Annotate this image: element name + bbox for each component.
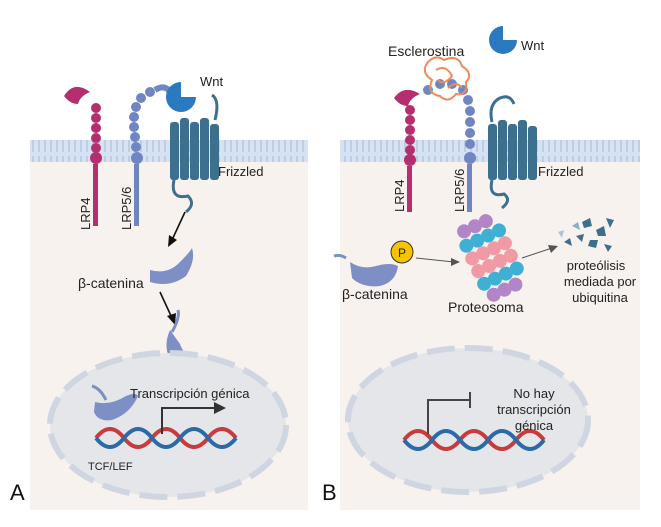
panel-b-dna-helix	[402, 429, 546, 451]
panel-b-frizzled-label: Frizzled	[538, 164, 584, 179]
panel-a-transcription-label: Transcripción génica	[130, 386, 250, 401]
panel-b-blocked-transcription-symbol	[427, 399, 470, 434]
panel-b-phosphate-label: P	[398, 246, 406, 260]
panel-b-proteasome-label: Proteosoma	[448, 299, 524, 315]
panel-a-lrp4-receptor	[64, 86, 102, 226]
panel-a-dna-helix	[94, 427, 238, 449]
panel-a-beta-catenin-nuclear	[91, 384, 138, 421]
panel-b-proteolysis-line-3: ubiquitina	[572, 290, 628, 305]
panel-b-degradation-arrow-1	[415, 257, 455, 263]
panel-a-activation-arrow-2	[159, 291, 173, 319]
panel-b-degradation-arrow-2	[521, 247, 553, 259]
panel-a-activation-arrow-1	[171, 211, 186, 241]
panel-b-no-transcription-line-1: No hay	[513, 386, 555, 401]
panel-b-letter: B	[322, 480, 337, 505]
panel-a-frizzled-receptor	[170, 93, 219, 214]
panel-b-beta-catenin-phosphorylated	[333, 253, 398, 287]
panel-b-proteolysis-line-1: proteólisis	[567, 258, 626, 273]
panel-b-proteasome	[457, 214, 524, 302]
panel-b-lrp4-label: LRP4	[392, 179, 407, 212]
panel-b-wnt-ligand	[489, 26, 517, 54]
panel-b-no-transcription-line-3: génica	[515, 418, 554, 433]
panel-b-lrp56-label: LRP5/6	[452, 169, 467, 212]
panel-a-beta-catenin-cytoplasm	[150, 248, 194, 284]
panel-b-lrp4-receptor	[394, 89, 420, 212]
panel-b-phosphate-badge: P	[390, 240, 414, 264]
panel-a-membrane	[30, 140, 308, 162]
panel-a-wnt-ligand	[166, 82, 196, 112]
panel-a-lrp4-label: LRP4	[78, 197, 93, 230]
panel-a: Wnt LRP4 LRP5/6 Frizzled β-catenina	[10, 74, 308, 510]
panel-a-wnt-label: Wnt	[200, 74, 224, 89]
panel-b: Wnt Esclerostina	[322, 26, 640, 510]
panel-b-beta-catenin-label: β-catenina	[342, 286, 408, 302]
panel-b-sclerostin-label: Esclerostina	[388, 43, 464, 59]
panel-b-nucleus	[345, 345, 591, 495]
panel-a-lrp56-receptor	[129, 84, 173, 226]
panel-b-proteolysis-line-2: mediada por	[564, 274, 637, 289]
panel-a-nucleus	[47, 350, 289, 500]
panel-b-sclerostin-protein	[423, 56, 471, 101]
panel-a-tcf-lef-label: TCF/LEF	[88, 461, 133, 473]
panel-b-peptide-fragments	[558, 218, 614, 252]
panel-a-transcription-arrow	[161, 407, 218, 434]
panel-a-frizzled-label: Frizzled	[218, 164, 264, 179]
panel-a-letter: A	[10, 480, 25, 505]
panel-b-no-transcription-line-2: transcripción	[497, 402, 571, 417]
panel-a-lrp56-label: LRP5/6	[119, 187, 134, 230]
panel-a-beta-catenin-label: β-catenina	[78, 275, 144, 291]
panel-b-frizzled-receptor	[488, 95, 537, 210]
panel-b-wnt-label: Wnt	[521, 38, 545, 53]
